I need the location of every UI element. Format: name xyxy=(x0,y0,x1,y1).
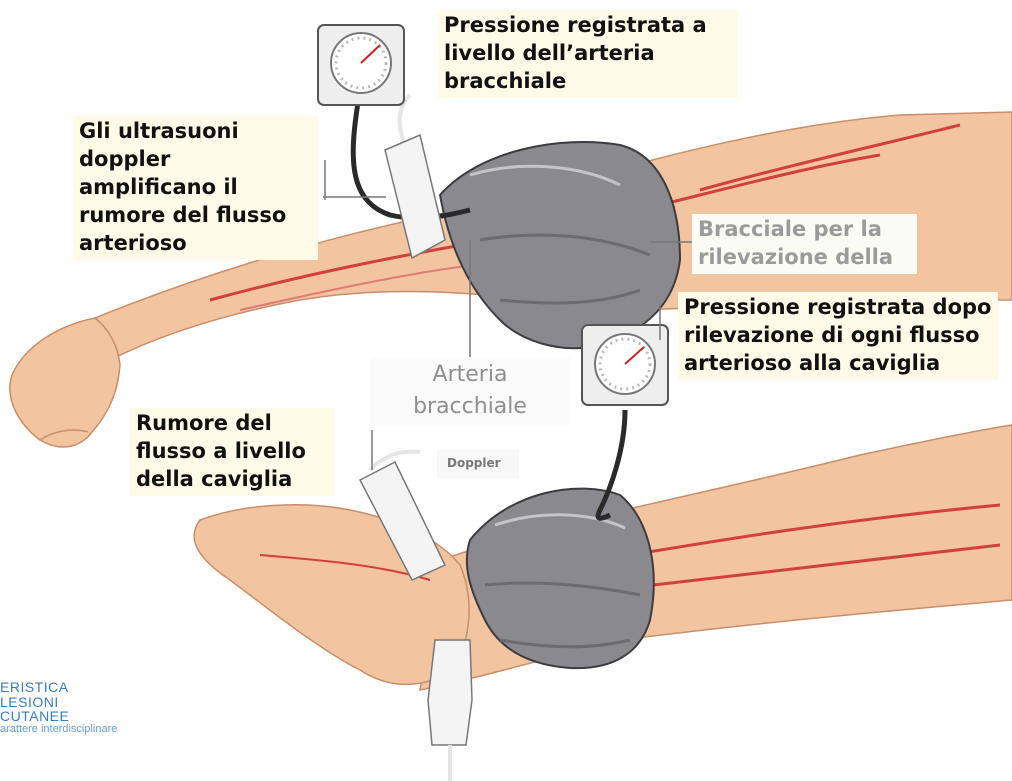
ankle-pressure-label: Pressione registrata dopo rilevazione di… xyxy=(678,292,998,380)
brachial-artery-label: Arteria bracchiale xyxy=(370,357,570,425)
vertical-doppler-probe xyxy=(428,640,472,781)
hand xyxy=(10,318,120,447)
cuff-label: Bracciale per la rilevazione della xyxy=(692,214,917,274)
logo-line-1: ERISTICA xyxy=(0,680,130,695)
arm-cuff xyxy=(440,142,680,348)
ankle-noise-label: Rumore del flusso a livello della cavigl… xyxy=(130,408,335,496)
doppler-amplify-label: Gli ultrasuoni doppler amplificano il ru… xyxy=(73,116,318,260)
logo-line-2: LESIONI CUTANEE xyxy=(0,695,130,724)
logo: ERISTICA LESIONI CUTANEE arattere interd… xyxy=(0,680,130,736)
brachial-pressure-label: Pressione registrata a livello dell’arte… xyxy=(438,10,738,98)
ankle-pressure-gauge xyxy=(582,325,668,405)
probe-body xyxy=(428,640,472,745)
arm-pressure-gauge xyxy=(318,25,404,105)
logo-line-3: arattere interdisciplinare xyxy=(0,724,130,736)
doppler-label: Doppler xyxy=(437,450,519,478)
